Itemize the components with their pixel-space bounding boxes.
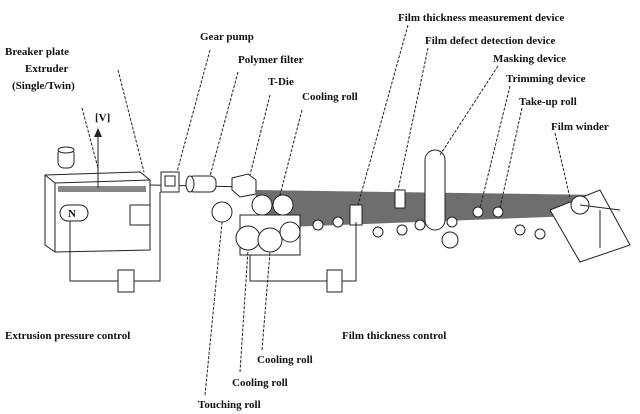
label-film-thickness-control: Film thickness control <box>342 330 446 342</box>
label-film-defect-detection: Film defect detection device <box>425 35 556 47</box>
label-breaker-plate: Breaker plate <box>5 46 69 58</box>
film-winder <box>549 189 631 263</box>
extruder: N <box>44 128 151 253</box>
label-cooling-roll-bottom-2: Cooling roll <box>232 377 288 389</box>
label-gear-pump: Gear pump <box>200 31 254 43</box>
label-trimming-device: Trimming device <box>506 73 586 85</box>
label-take-up-roll: Take-up roll <box>519 96 577 108</box>
label-v: [V] <box>95 112 110 124</box>
label-t-die: T-Die <box>268 76 294 88</box>
label-extrusion-pressure-control: Extrusion pressure control <box>5 330 130 342</box>
label-film-winder: Film winder <box>551 121 609 133</box>
leader-lines <box>81 24 571 396</box>
cooling-rolls <box>211 194 301 256</box>
label-extruder: Extruder <box>25 63 69 75</box>
n-mark: N <box>68 208 76 220</box>
polymer-filter <box>185 175 217 193</box>
extrusion-pressure-control-loop <box>69 192 161 293</box>
label-cooling-roll-top: Cooling roll <box>302 91 358 103</box>
motor-icon <box>59 204 89 222</box>
guide-rolls <box>312 149 546 249</box>
film-thickness-control-loop <box>249 222 357 293</box>
label-extruder-type: (Single/Twin) <box>12 80 75 92</box>
label-cooling-roll-bottom-1: Cooling roll <box>257 354 313 366</box>
label-touching-roll: Touching roll <box>198 399 261 411</box>
label-film-thickness-measurement: Film thickness measurement device <box>398 12 564 24</box>
t-die <box>231 173 257 198</box>
label-polymer-filter: Polymer filter <box>238 54 304 66</box>
label-masking-device: Masking device <box>493 53 566 65</box>
